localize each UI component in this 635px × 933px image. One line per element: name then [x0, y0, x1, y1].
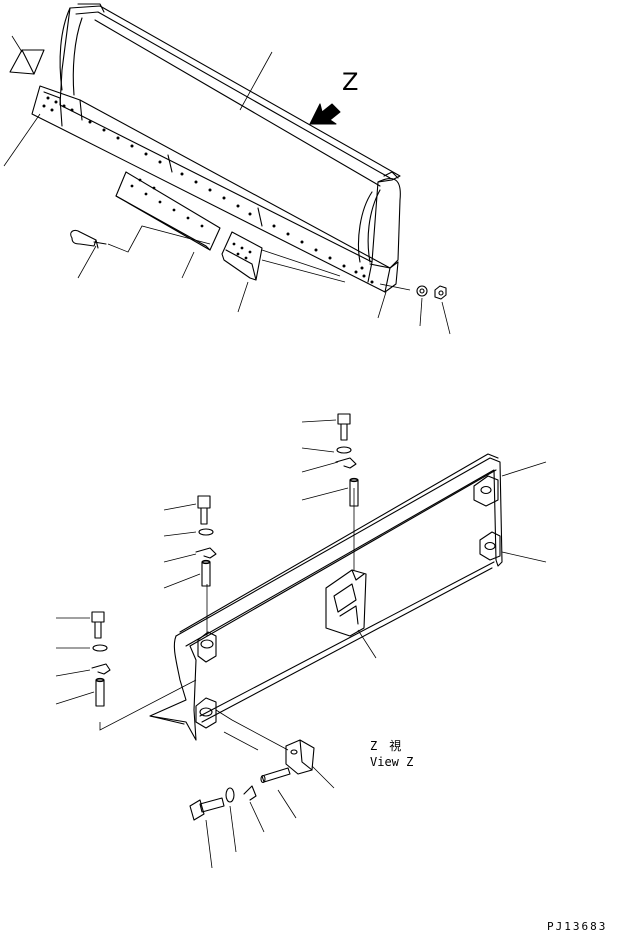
- view-title-en: View Z: [370, 755, 413, 769]
- view-title-jp: Z 視: [370, 738, 401, 753]
- right-lower-bracket: [479, 531, 501, 561]
- blade-moldboard: [59, 5, 401, 263]
- washer: [198, 528, 214, 536]
- right-upper-bracket: [473, 475, 499, 507]
- washer: [336, 446, 352, 454]
- blade-assembly: Z: [3, 3, 451, 335]
- view-direction-arrow: [309, 103, 341, 125]
- washer: [92, 644, 108, 652]
- bolt: [91, 611, 105, 639]
- frame-lower-bar: [199, 561, 495, 717]
- right-fastener-stack: [335, 413, 359, 507]
- frame-beam: [175, 457, 503, 647]
- middle-bracket: [325, 569, 367, 637]
- end-bit: [221, 231, 263, 281]
- bolt: [197, 495, 211, 525]
- nut: [434, 285, 447, 300]
- plow-bolt: [70, 229, 97, 247]
- bolt: [337, 413, 351, 441]
- lock-plate: [195, 547, 217, 559]
- left-fastener-stack: [91, 611, 111, 707]
- pin: [349, 479, 359, 507]
- pin: [95, 679, 105, 707]
- pin: [261, 767, 291, 783]
- corner-piece: [9, 49, 45, 75]
- washer: [416, 285, 428, 297]
- cutting-edge-plate: [115, 171, 221, 251]
- view-marker-z: Z: [342, 68, 358, 96]
- left-lower-bracket: [195, 697, 217, 729]
- bottom-fastener-group: [189, 739, 315, 821]
- drawing-number: PJ13683: [547, 920, 607, 933]
- washer: [225, 787, 235, 803]
- plate-holes: [130, 178, 204, 228]
- left-upper-bracket: [197, 631, 217, 663]
- lock-plate: [243, 785, 257, 801]
- bolt: [189, 797, 225, 821]
- middle-fastener-stack: [195, 495, 217, 587]
- lock-plate: [91, 663, 111, 675]
- left-end-plate: [149, 635, 197, 741]
- frame-assembly: [55, 413, 547, 869]
- lock-plate: [335, 457, 357, 469]
- blade-right-end: [369, 178, 401, 269]
- cutting-edge-holes: [42, 96, 374, 284]
- blade-left-end: [59, 7, 71, 91]
- pin: [201, 561, 211, 587]
